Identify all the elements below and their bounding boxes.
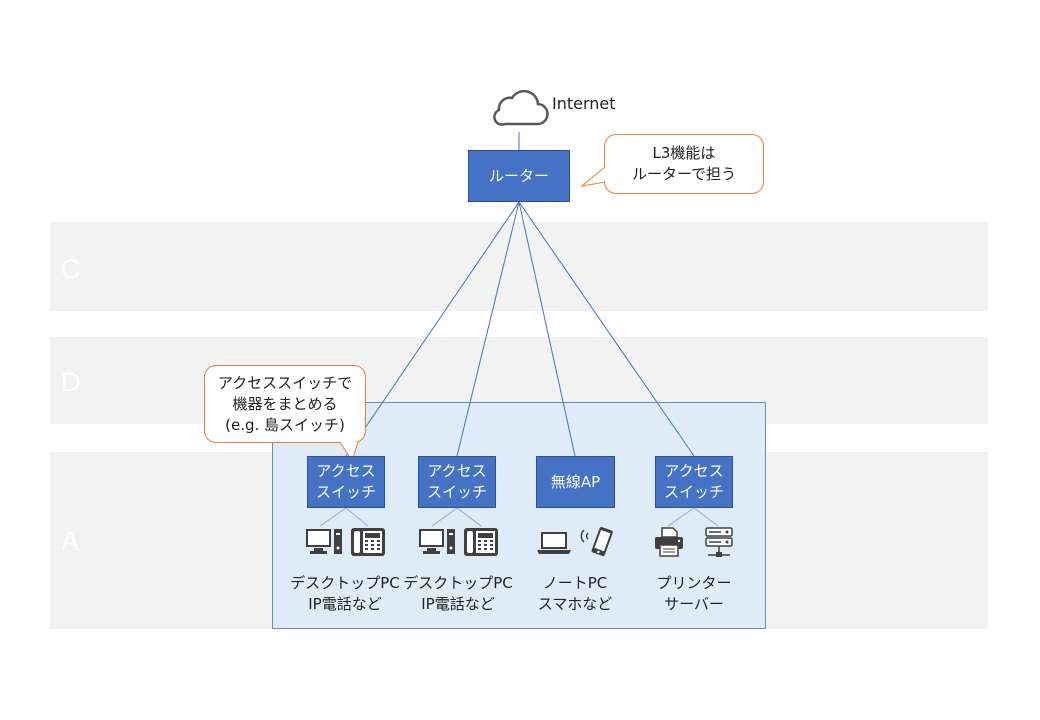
access-switch-node: アクセス スイッチ	[655, 456, 733, 508]
link-router-sw2	[456, 201, 520, 457]
access-switch-node: アクセス スイッチ	[307, 456, 385, 508]
server-icon	[705, 527, 733, 557]
device-caption: ノートPC スマホなど	[537, 574, 613, 613]
zone-label: D	[61, 367, 81, 397]
zone-label: A	[61, 526, 80, 556]
device-caption: デスクトップPC IP電話など	[403, 574, 513, 613]
link-sw3-dev	[667, 507, 695, 527]
ip-phone-icon	[351, 528, 385, 556]
printer-icon	[655, 527, 683, 557]
cloud-icon	[493, 89, 549, 126]
laptop-icon	[537, 532, 571, 554]
link-router-sw3	[518, 201, 695, 457]
link-router-ap	[518, 201, 576, 457]
device-caption: プリンター サーバー	[656, 574, 732, 613]
internet-label: Internet	[552, 94, 616, 113]
smartphone-icon	[580, 527, 613, 557]
callout-tail	[580, 166, 606, 187]
ip-phone-icon	[464, 528, 498, 556]
device-caption: デスクトップPC IP電話など	[290, 574, 400, 613]
link-sw2-dev	[456, 507, 482, 527]
zone-label: C	[61, 254, 81, 284]
callout-l3-function: L3機能は ルーターで担う	[604, 134, 764, 194]
desktop-pc-icon	[306, 529, 342, 554]
link-sw1-dev	[319, 507, 347, 527]
zone-c: C	[50, 222, 988, 311]
callout-island-switch: アクセススイッチで 機器をまとめる (e.g. 島スイッチ)	[204, 365, 366, 443]
router-node: ルーター	[468, 150, 570, 202]
link-sw1-dev	[345, 507, 369, 527]
access-switch-node: アクセス スイッチ	[418, 456, 496, 508]
link-sw2-dev	[431, 507, 458, 527]
link-router-sw1	[345, 201, 520, 457]
wireless-ap-node: 無線AP	[536, 456, 615, 508]
link-sw3-dev	[693, 507, 719, 527]
desktop-pc-icon	[419, 529, 455, 554]
